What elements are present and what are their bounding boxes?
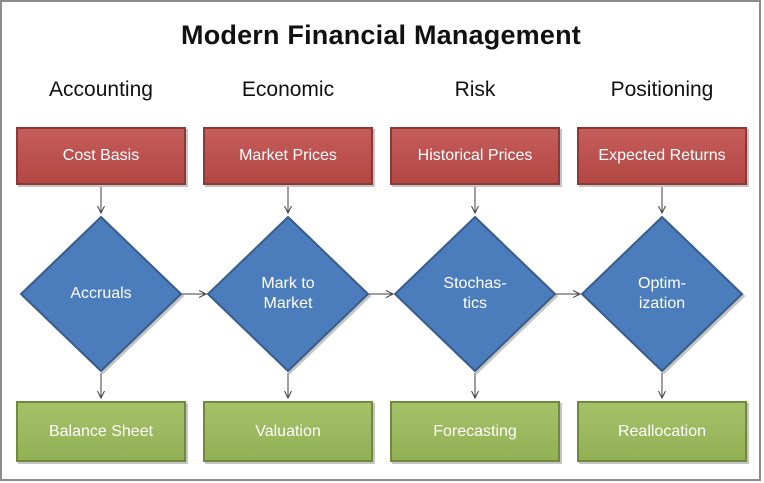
output-box-label: Reallocation — [617, 422, 707, 440]
output-box-valuation: Valuation — [203, 401, 373, 462]
output-box-balance-sheet: Balance Sheet — [16, 401, 186, 462]
diagram-title: Modern Financial Management — [181, 20, 581, 50]
process-diamond-optimization — [580, 215, 744, 373]
process-diamond-accruals — [19, 215, 183, 373]
column-header-economic: Economic — [241, 78, 335, 101]
column-header-positioning: Positioning — [610, 78, 714, 101]
column-header-accounting: Accounting — [49, 78, 153, 101]
column-header-risk: Risk — [454, 78, 496, 101]
process-diamond-mark-to-market — [206, 215, 370, 373]
input-box-cost-basis: Cost Basis — [16, 127, 186, 185]
output-box-label: Valuation — [255, 422, 321, 440]
output-box-forecasting: Forecasting — [390, 401, 560, 462]
input-box-label: Cost Basis — [62, 147, 140, 164]
input-box-label: Historical Prices — [417, 147, 533, 164]
output-box-label: Balance Sheet — [48, 422, 154, 440]
input-box-label: Market Prices — [239, 147, 337, 164]
process-diamond-stochastics — [393, 215, 557, 373]
input-box-historical-prices: Historical Prices — [390, 127, 560, 185]
input-box-market-prices: Market Prices — [203, 127, 373, 185]
output-box-label: Forecasting — [433, 422, 517, 440]
input-box-label: Expected Returns — [598, 147, 726, 164]
input-box-expected-returns: Expected Returns — [577, 127, 747, 185]
output-box-reallocation: Reallocation — [577, 401, 747, 462]
